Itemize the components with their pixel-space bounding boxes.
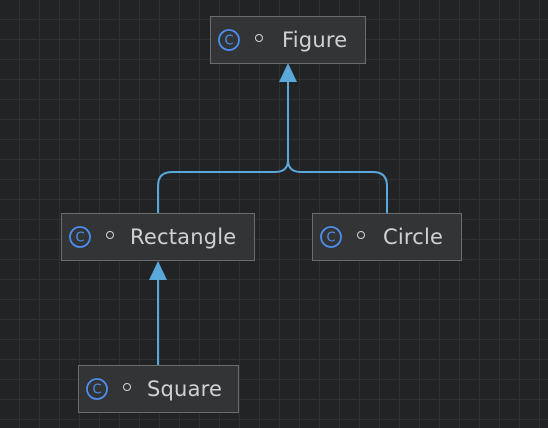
class-name: Circle: [383, 225, 444, 249]
class-node-figure[interactable]: C Figure: [210, 16, 366, 64]
class-name: Figure: [282, 28, 348, 52]
svg-text:C: C: [75, 231, 84, 246]
class-name: Square: [147, 377, 223, 401]
svg-text:C: C: [224, 34, 233, 49]
svg-text:C: C: [326, 231, 335, 246]
public-visibility-icon: [106, 231, 114, 239]
edge-rectangle-to-figure: [157, 82, 289, 213]
inheritance-arrowhead-figure: [279, 63, 297, 82]
class-icon: C: [69, 226, 91, 248]
class-icon: C: [86, 378, 108, 400]
edge-circle-to-figure: [287, 159, 388, 213]
class-name: Rectangle: [130, 225, 237, 249]
class-node-rectangle[interactable]: C Rectangle: [61, 213, 255, 261]
public-visibility-icon: [357, 231, 365, 239]
class-icon: C: [218, 29, 240, 51]
public-visibility-icon: [255, 34, 263, 42]
class-icon: C: [320, 226, 342, 248]
public-visibility-icon: [123, 383, 131, 391]
class-node-square[interactable]: C Square: [78, 365, 239, 413]
svg-text:C: C: [92, 383, 101, 398]
inheritance-arrowhead-rectangle: [149, 261, 167, 280]
class-node-circle[interactable]: C Circle: [312, 213, 462, 261]
